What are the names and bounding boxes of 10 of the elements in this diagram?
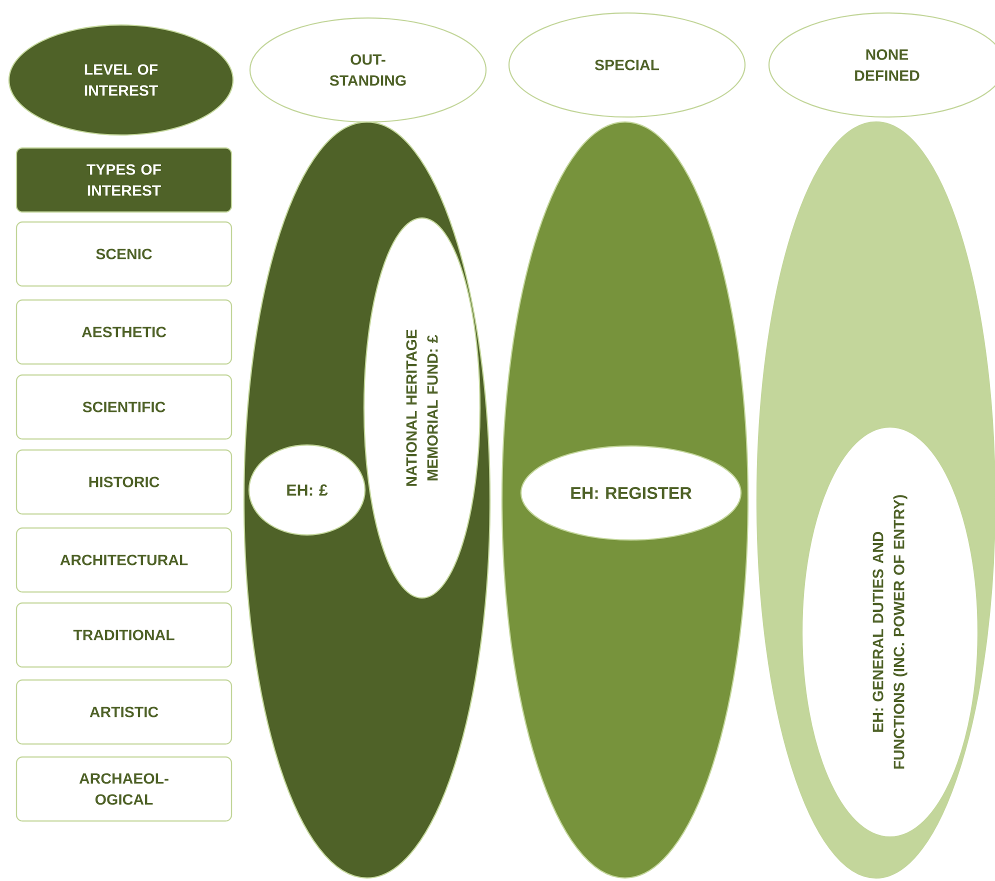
interest-box: SCENIC [16, 221, 232, 287]
heading-box: TYPES OF INTEREST [16, 147, 232, 213]
interest-box: ARCHAEOL- OGICAL [16, 756, 232, 822]
interest-box: HISTORIC [16, 449, 232, 515]
node-label: EH: GENERAL DUTIES AND FUNCTIONS (INC. POWER OF ENTRY) [872, 495, 908, 769]
interest-box: ARTISTIC [16, 679, 232, 745]
interest-box: SCIENTIFIC [16, 374, 232, 440]
interest-box: AESTHETIC [16, 299, 232, 365]
interest-box: ARCHITECTURAL [16, 527, 232, 593]
interest-box: TRADITIONAL [16, 602, 232, 668]
